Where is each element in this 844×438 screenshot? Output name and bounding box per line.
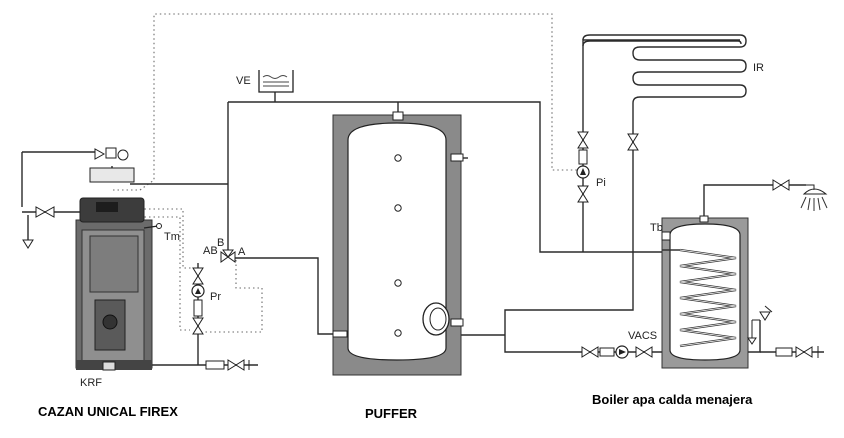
valve-icon bbox=[643, 346, 653, 358]
label-ir: IR bbox=[753, 62, 764, 74]
expansion-vessel bbox=[258, 70, 294, 93]
puffer-tank bbox=[332, 111, 464, 376]
label-pr: Pr bbox=[210, 291, 221, 303]
water-spray-icon bbox=[800, 196, 828, 211]
valve-icon bbox=[235, 359, 245, 371]
three-way-valve-group bbox=[220, 249, 236, 263]
label-ab: AB bbox=[203, 245, 218, 257]
check-valve-icon bbox=[192, 275, 204, 285]
check-valve-icon bbox=[589, 346, 599, 358]
pump-arrow-icon bbox=[580, 168, 586, 175]
valve-icon bbox=[43, 206, 55, 218]
dhw-tank bbox=[661, 215, 749, 369]
filter-icon bbox=[193, 299, 203, 317]
caption-boiler: CAZAN UNICAL FIREX bbox=[38, 404, 178, 419]
puffer-top-port bbox=[392, 111, 404, 121]
valve-stem bbox=[764, 305, 773, 313]
puffer-port bbox=[450, 318, 464, 327]
expansion-vessel-icon bbox=[258, 70, 294, 93]
heating-coil-icon bbox=[679, 249, 737, 347]
shower-head-icon bbox=[802, 184, 828, 195]
safety-valve-icon bbox=[94, 148, 106, 160]
boiler-controls bbox=[96, 202, 118, 212]
hot-water-outlet bbox=[772, 179, 828, 211]
valve-icon bbox=[192, 317, 204, 327]
caption-puffer: PUFFER bbox=[365, 406, 418, 421]
drain-funnel-icon bbox=[747, 337, 757, 345]
label-a: A bbox=[238, 246, 246, 258]
sensor-pocket-icon bbox=[394, 204, 402, 212]
valve-icon bbox=[795, 346, 805, 358]
install-pump-group bbox=[576, 131, 639, 203]
safety-group bbox=[22, 147, 135, 249]
valve-icon bbox=[577, 193, 589, 203]
safety-valve-icon bbox=[759, 311, 771, 321]
boiler-inspection-port bbox=[102, 314, 118, 330]
label-krf: KRF bbox=[80, 377, 102, 389]
valve-icon bbox=[627, 133, 639, 143]
puffer-port bbox=[332, 330, 348, 338]
sensor-pocket-icon bbox=[394, 154, 402, 162]
water-level-icon bbox=[262, 75, 289, 87]
dhw-vessel bbox=[669, 223, 741, 361]
pressure-gauge-icon bbox=[117, 149, 129, 161]
valve-icon bbox=[627, 141, 639, 151]
label-ve: VE bbox=[236, 75, 251, 87]
dhw-top-port bbox=[699, 215, 709, 223]
label-tm: Tm bbox=[164, 231, 180, 243]
filter-icon bbox=[599, 347, 615, 357]
valve-icon bbox=[635, 346, 645, 358]
valve-icon bbox=[192, 325, 204, 335]
check-valve-icon bbox=[192, 267, 204, 277]
control-wiring bbox=[113, 13, 580, 333]
krf-valve-icon bbox=[102, 361, 116, 371]
air-vent-icon bbox=[105, 147, 117, 159]
label-b: B bbox=[217, 237, 224, 249]
valve-icon bbox=[227, 359, 237, 371]
dhw-pump-group bbox=[581, 345, 653, 359]
manifold-icon bbox=[89, 167, 135, 183]
valve-icon bbox=[803, 346, 813, 358]
label-vacs: VACS bbox=[628, 330, 657, 342]
puffer-vessel bbox=[347, 122, 447, 361]
drain-funnel-icon bbox=[22, 239, 34, 249]
return-valve-group bbox=[205, 359, 250, 371]
check-valve-icon bbox=[581, 346, 591, 358]
tank-probe-icon bbox=[661, 231, 671, 241]
pump-arrow-icon bbox=[195, 288, 201, 294]
sensor-pocket-icon bbox=[394, 279, 402, 287]
valve-icon bbox=[772, 179, 782, 191]
boiler-door-upper bbox=[89, 235, 139, 293]
recirc-pump-group bbox=[191, 267, 205, 335]
thermometer-probe bbox=[143, 225, 159, 229]
three-way-valve-icon bbox=[220, 251, 229, 263]
sensor-pocket-icon bbox=[394, 329, 402, 337]
label-pi: Pi bbox=[596, 177, 606, 189]
three-way-valve-icon bbox=[222, 249, 234, 258]
puffer-port bbox=[450, 153, 464, 162]
inspection-flange-icon bbox=[429, 307, 447, 331]
filter-icon bbox=[775, 347, 793, 357]
valve-icon bbox=[577, 139, 589, 149]
label-tb: Tb bbox=[650, 222, 663, 234]
filter-icon bbox=[205, 360, 225, 370]
filter-icon bbox=[578, 149, 588, 165]
boiler-unit bbox=[75, 197, 162, 371]
cold-water-inlet bbox=[747, 305, 819, 358]
pump-arrow-icon bbox=[619, 349, 626, 355]
thermometer-icon bbox=[156, 223, 162, 229]
caption-dhw-tank: Boiler apa calda menajera bbox=[592, 392, 753, 407]
valve-icon bbox=[577, 185, 589, 195]
valve-icon bbox=[577, 131, 589, 141]
three-way-valve-icon bbox=[227, 251, 236, 263]
valve-icon bbox=[780, 179, 790, 191]
valve-icon bbox=[35, 206, 47, 218]
